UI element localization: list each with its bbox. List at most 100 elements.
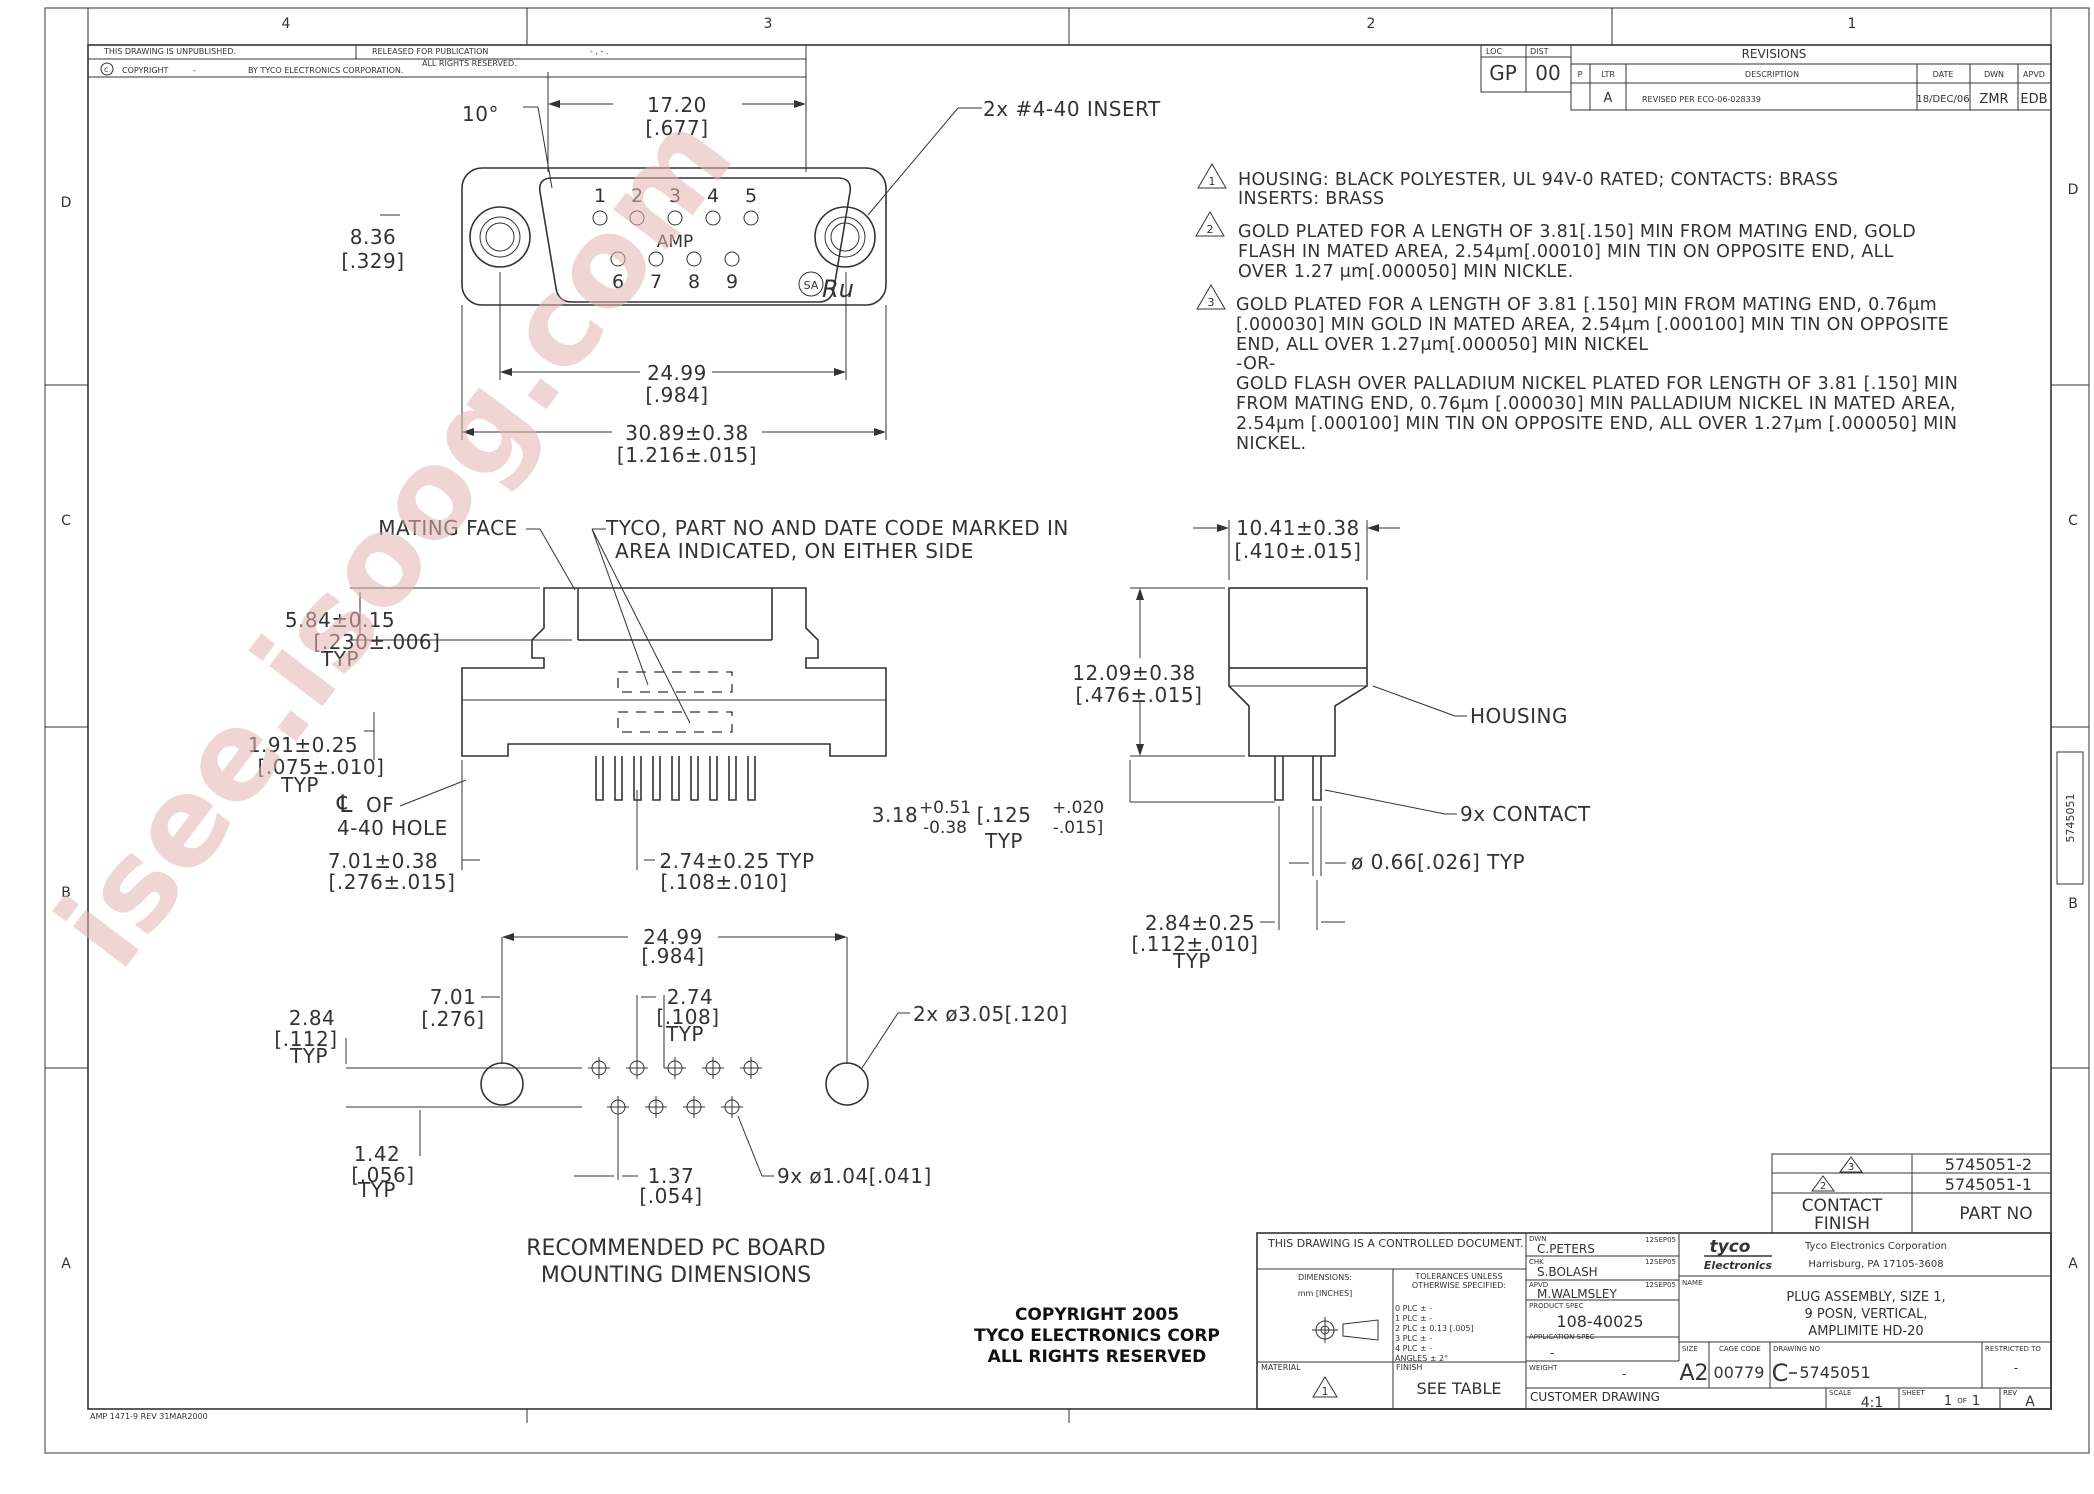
rev-ltr: A	[1604, 91, 1613, 106]
row-label-b: B	[61, 885, 71, 901]
note-3-line-4: -OR-	[1236, 354, 1276, 374]
top-overall-in: [1.216±.015]	[617, 443, 757, 467]
chk-label: CHK	[1529, 1258, 1544, 1266]
contact-tail	[747, 756, 756, 801]
ul-logo: Ru	[822, 275, 854, 303]
rev-date: 18/DEC/06	[1916, 94, 1969, 105]
shell-dim-in: [.230±.006]	[314, 630, 441, 654]
size-value: A2	[1679, 1361, 1708, 1386]
row-label-d-right: D	[2068, 182, 2079, 198]
pcb-half-mm: 1.37	[648, 1164, 695, 1188]
pcb-span-in: [.984]	[641, 944, 704, 968]
side-depth-mm: 10.41±0.38	[1236, 516, 1360, 540]
part-number-1: 5745051-2	[1945, 1155, 2032, 1174]
top-angle: 10°	[462, 102, 499, 126]
customer-drawing: CUSTOMER DRAWING	[1530, 1390, 1660, 1404]
row-label-c: C	[61, 513, 71, 529]
svg-text:1: 1	[1322, 1385, 1329, 1398]
pin-socket	[648, 251, 664, 267]
pin-socket	[686, 251, 702, 267]
pin-number: 2	[631, 185, 643, 207]
svg-text:2: 2	[1207, 223, 1214, 236]
note-3-line-1: GOLD PLATED FOR A LENGTH OF 3.81 [.150] …	[1236, 295, 1937, 315]
note-1-line-1: HOUSING: BLACK POLYESTER, UL 94V-0 RATED…	[1238, 170, 1838, 190]
row-dim-in: [.112±.010]	[1132, 932, 1259, 956]
shell-dim-mm: 5.84±0.15	[285, 608, 395, 632]
pin-socket	[705, 210, 721, 226]
unpublished-text: THIS DRAWING IS UNPUBLISHED.	[103, 47, 236, 56]
connector-front-view: MATING FACE TYCO, PART NO AND DATE CODE …	[248, 516, 1069, 894]
mount-hole-left	[480, 1062, 524, 1106]
housing-label: HOUSING	[1470, 704, 1568, 728]
apvd-date: 12SEP05	[1645, 1281, 1676, 1289]
row-dim-typ: TYP	[1172, 949, 1211, 973]
offset-dim-mm: 7.01±0.38	[328, 849, 438, 873]
tolerance-4plc: 4 PLC ± -	[1395, 1344, 1432, 1353]
released-value: - , - .	[590, 47, 609, 56]
copyright-dash: -	[193, 66, 196, 75]
drawing-prefix: C	[1772, 1359, 1789, 1387]
note-3-line-2: [.000030] MIN GOLD IN MATED AREA, 2.54μm…	[1236, 315, 1949, 335]
rev-col-apvd: APVD	[2023, 70, 2045, 79]
contact-tail	[709, 756, 718, 801]
notes-block: 1 HOUSING: BLACK POLYESTER, UL 94V-0 RAT…	[1195, 163, 1958, 454]
rev-apvd: EDB	[2020, 92, 2047, 107]
cl-of: OF	[366, 793, 394, 817]
note-1-flag	[1197, 163, 1227, 189]
pcb-row-in: [.112]	[274, 1027, 337, 1051]
apvd-name: M.WALMSLEY	[1537, 1287, 1618, 1301]
pcb-offset-mm: 7.01	[430, 985, 477, 1009]
by-tyco-text: BY TYCO ELECTRONICS CORPORATION.	[248, 66, 403, 75]
rev-value: A	[2025, 1394, 2035, 1410]
csa-logo	[798, 271, 824, 297]
drawing-number: 5745051	[1799, 1363, 1870, 1382]
top-width-in: [.677]	[645, 116, 708, 140]
tail-dim-typ: TYP	[984, 829, 1023, 853]
svg-text:1: 1	[1209, 175, 1216, 188]
restricted-label: RESTRICTED TO	[1985, 1345, 2041, 1353]
loc-label: LOC	[1486, 47, 1502, 56]
contact-tail	[595, 756, 604, 801]
contact-label: 9x CONTACT	[1460, 802, 1591, 826]
revision-block: LOC DIST GP 00 REVISIONS P LTR DESCRIPTI…	[1480, 44, 2052, 111]
part-name-3: AMPLIMITE HD-20	[1808, 1324, 1923, 1339]
contact-tail	[652, 756, 661, 801]
rev-dwn: ZMR	[1979, 92, 2008, 107]
rev-col-date: DATE	[1933, 70, 1954, 79]
pin-number: 6	[612, 271, 624, 293]
scale-value: 4:1	[1861, 1395, 1884, 1411]
note-2-line-2: FLASH IN MATED AREA, 2.54μm[.00010] MIN …	[1238, 242, 1894, 262]
flange-dim-typ: TYP	[280, 773, 319, 797]
svg-text:3: 3	[1848, 1162, 1854, 1173]
row-dim-mm: 2.84±0.25	[1145, 911, 1255, 935]
pin-number: 1	[594, 185, 606, 207]
product-spec-value: 108-40025	[1556, 1312, 1643, 1331]
pin-socket	[592, 210, 608, 226]
tail-dim-mm: 3.18	[872, 803, 919, 827]
third-angle-projection-icon	[1312, 1317, 1379, 1343]
col-label-4: 4	[282, 16, 291, 32]
pcb-contact-holes: 9x ø1.04[.041]	[777, 1164, 932, 1188]
copyright-icon	[100, 62, 114, 76]
offset-dim-in: [.276±.015]	[329, 870, 456, 894]
rights-text: ALL RIGHTS RESERVED.	[422, 59, 517, 68]
material-note-flag	[1312, 1376, 1338, 1398]
note-3-line-7: 2.54μm [.000100] MIN TIN ON OPPOSITE END…	[1236, 414, 1957, 434]
tolerance-3plc: 3 PLC ± -	[1395, 1334, 1432, 1343]
copyright-line-1: COPYRIGHT 2005	[1015, 1305, 1179, 1325]
pin-number: 5	[745, 185, 757, 207]
insert-callout: 2x #4-40 INSERT	[983, 97, 1161, 121]
cage-value: 00779	[1714, 1363, 1765, 1382]
tail-dim-in: [.125	[977, 803, 1032, 827]
pin-socket	[610, 251, 626, 267]
top-width-mm: 17.20	[647, 93, 707, 117]
contact-tail	[728, 756, 737, 801]
top-holes-mm: 24.99	[647, 361, 707, 385]
finish-header-1: CONTACT	[1802, 1196, 1883, 1216]
copyright-text: COPYRIGHT	[122, 66, 169, 75]
top-holes-in: [.984]	[645, 383, 708, 407]
svg-text:3: 3	[1208, 296, 1215, 309]
finish-flag-3	[1839, 1156, 1863, 1173]
